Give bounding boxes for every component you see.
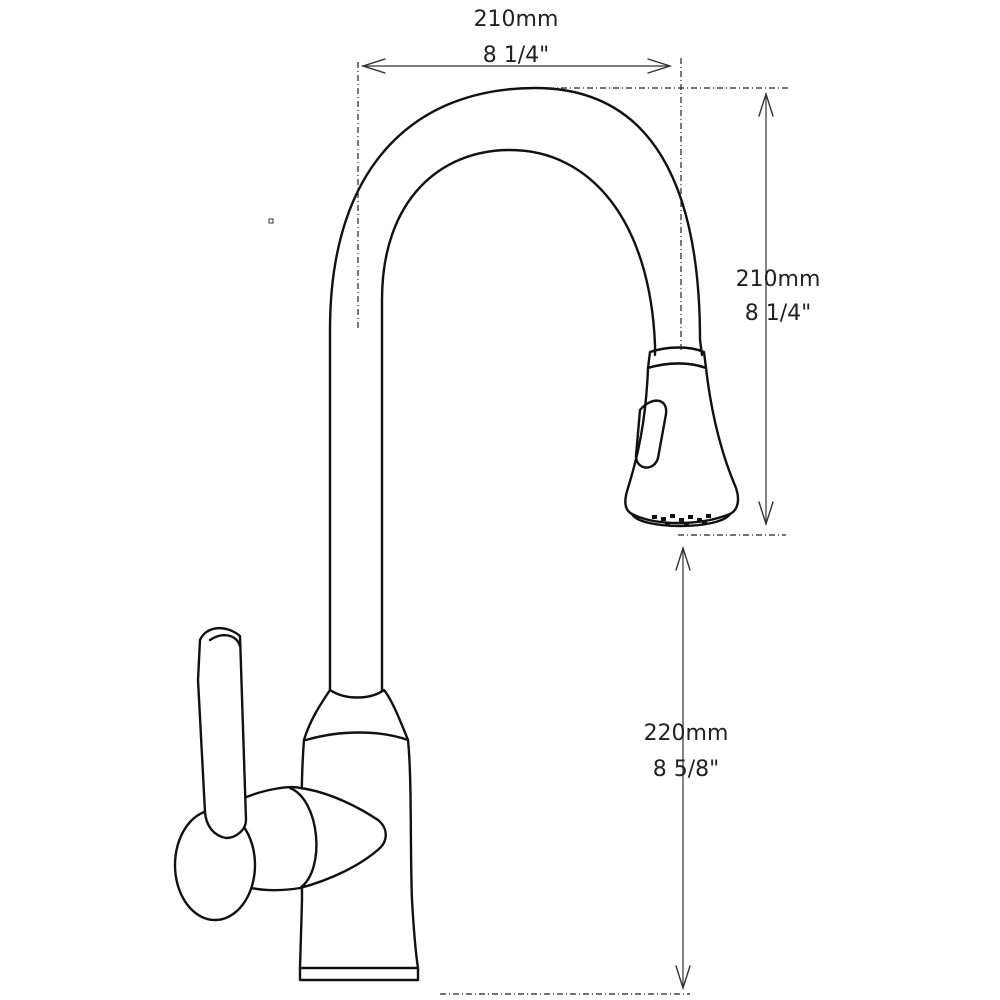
base-collar-line [304, 731, 410, 742]
handle-lever-edge [208, 634, 242, 648]
spray-nozzles [652, 514, 711, 526]
width-imperial-label: 8 1/4" [483, 43, 550, 68]
spout-inner-curve [380, 148, 657, 697]
drop-arrow-bottom [758, 501, 774, 527]
drop-imperial-label: 8 1/4" [745, 301, 812, 326]
width-metric-label: 210mm [474, 7, 559, 32]
handle-hub-rim [288, 786, 318, 890]
stray-mark [268, 218, 274, 224]
clearance-arrow-bottom [675, 965, 691, 991]
clearance-dimension: 220mm 8 5/8" [440, 545, 729, 995]
width-arrow-right [647, 58, 673, 74]
handle-lever [196, 627, 248, 840]
drop-metric-label: 210mm [736, 267, 821, 292]
drop-arrow-top [758, 91, 774, 117]
base-foot-ring [298, 966, 420, 982]
spray-face [630, 512, 732, 528]
clearance-arrow-top [675, 545, 691, 571]
spray-button-icon [634, 399, 668, 469]
clearance-imperial-label: 8 5/8" [653, 757, 720, 782]
faucet-illustration [173, 86, 740, 982]
spray-head-body [624, 362, 740, 525]
handle-hub [238, 786, 387, 892]
width-arrow-left [360, 58, 386, 74]
spout-drop-dimension: 210mm 8 1/4" [548, 87, 821, 536]
clearance-metric-label: 220mm [644, 721, 729, 746]
width-dimension: 210mm 8 1/4" [357, 7, 682, 350]
spout-outer-curve [328, 86, 704, 697]
